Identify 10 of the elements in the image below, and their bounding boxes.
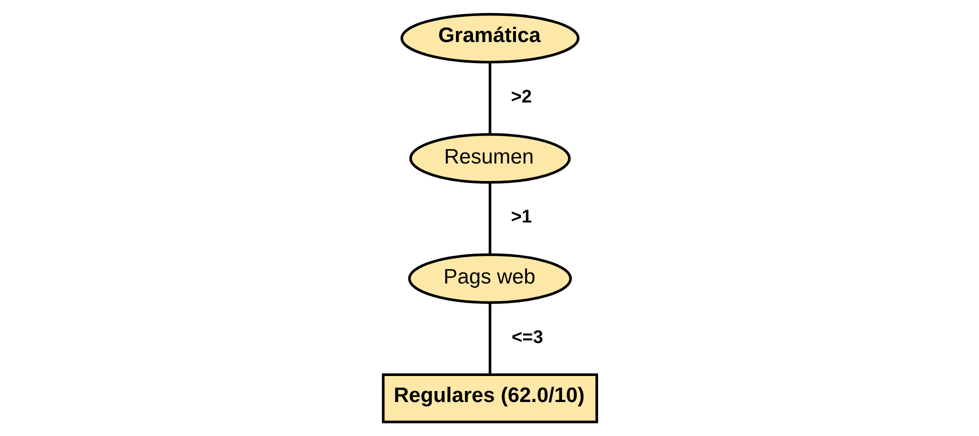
- edge-label: >2: [510, 85, 532, 106]
- edge-label: >1: [510, 206, 532, 227]
- connector: [488, 303, 491, 375]
- node-ellipse: Pags web: [408, 253, 572, 304]
- edge-label: <=3: [511, 326, 543, 347]
- node-box: Regulares (62.0/10): [381, 373, 598, 424]
- connector: [488, 62, 491, 134]
- connector: [488, 182, 491, 255]
- node-ellipse: Resumen: [408, 133, 570, 184]
- node-ellipse: Gramática: [400, 12, 580, 64]
